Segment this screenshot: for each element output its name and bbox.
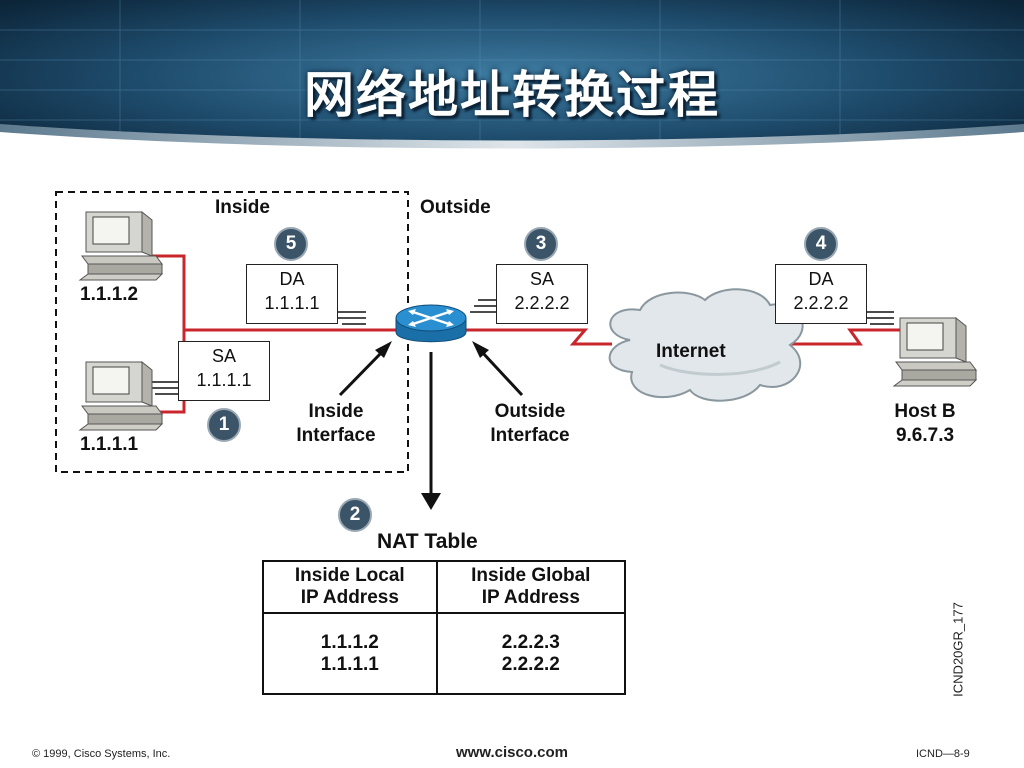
inside-interface-arrow [375, 341, 392, 358]
nat-table-row: 1.1.1.2 1.1.1.1 2.2.2.3 2.2.2.2 [262, 612, 627, 695]
host-b-label: Host B 9.6.7.3 [870, 400, 980, 448]
footer-copyright: © 1999, Cisco Systems, Inc. [32, 748, 171, 760]
table-value: 1.1.1.1 [320, 653, 379, 675]
packet-box-step-4: DA 2.2.2.2 [775, 264, 867, 324]
outside-interface-line-1: Outside [494, 401, 566, 422]
footer-page-number: ICND—8-9 [916, 748, 970, 760]
slide-title: 网络地址转换过程 [304, 66, 720, 124]
nat-header-inside-local: Inside Local IP Address [262, 560, 438, 614]
nat-header-inside-global: Inside Global IP Address [435, 560, 627, 614]
host-b-address: 9.6.7.3 [895, 425, 955, 446]
step-badge-2: 2 [338, 498, 372, 532]
step-badge-1: 1 [207, 408, 241, 442]
host-b-icon [893, 317, 977, 387]
host-b-name: Host B [894, 401, 956, 422]
table-value: 2.2.2.2 [501, 653, 560, 675]
header-line: Inside Local [294, 565, 405, 586]
nat-inside-global-cell: 2.2.2.3 2.2.2.2 [435, 612, 627, 695]
header-line: IP Address [481, 587, 580, 608]
link-internet-hostb [786, 328, 905, 346]
host-top-icon [79, 211, 163, 281]
packet-box-step-3: SA 2.2.2.2 [496, 264, 588, 324]
step-badge-5: 5 [274, 227, 308, 261]
packet-value: 2.2.2.2 [514, 293, 570, 313]
table-value: 2.2.2.3 [501, 631, 560, 653]
inside-zone-label: Inside [215, 197, 270, 218]
nat-table: Inside Local IP Address Inside Global IP… [262, 560, 627, 695]
router-icon [395, 304, 467, 343]
link-host-top [150, 254, 186, 330]
inside-interface-label: Inside Interface [276, 400, 396, 448]
packet-value: 1.1.1.1 [196, 370, 252, 390]
packet-field: DA [808, 269, 834, 289]
packet-box-step-1: SA 1.1.1.1 [178, 341, 270, 401]
step-badge-3: 3 [524, 227, 558, 261]
packet-box-step-5: DA 1.1.1.1 [246, 264, 338, 324]
outside-interface-label: Outside Interface [470, 400, 590, 448]
packet-field: DA [279, 269, 305, 289]
figure-code: ICND20GR_177 [950, 602, 966, 697]
table-value: 1.1.1.2 [320, 631, 379, 653]
header-line: IP Address [300, 587, 399, 608]
outside-interface-line-2: Interface [490, 425, 570, 446]
internet-cloud-icon [608, 288, 804, 402]
link-router-internet [466, 328, 612, 346]
host-bottom-address: 1.1.1.1 [80, 434, 139, 455]
outside-zone-label: Outside [420, 197, 491, 218]
title-banner [0, 0, 1024, 170]
step-badge-4: 4 [804, 227, 838, 261]
packet-field: SA [211, 346, 236, 366]
internet-label: Internet [656, 341, 726, 362]
header-line: Inside Global [471, 565, 591, 586]
packet-field: SA [529, 269, 554, 289]
nat-table-header-row: Inside Local IP Address Inside Global IP… [262, 560, 627, 614]
nat-inside-local-cell: 1.1.1.2 1.1.1.1 [262, 612, 438, 695]
host-bottom-icon [79, 361, 163, 431]
inside-interface-line-1: Inside [308, 401, 364, 422]
packet-value: 2.2.2.2 [793, 293, 849, 313]
packet-value: 1.1.1.1 [264, 293, 320, 313]
nat-table-title: NAT Table [377, 530, 478, 553]
host-top-address: 1.1.1.2 [80, 284, 139, 305]
outside-interface-arrow [472, 341, 489, 358]
footer-url-link[interactable]: www.cisco.com [456, 744, 568, 761]
inside-interface-line-2: Interface [296, 425, 376, 446]
